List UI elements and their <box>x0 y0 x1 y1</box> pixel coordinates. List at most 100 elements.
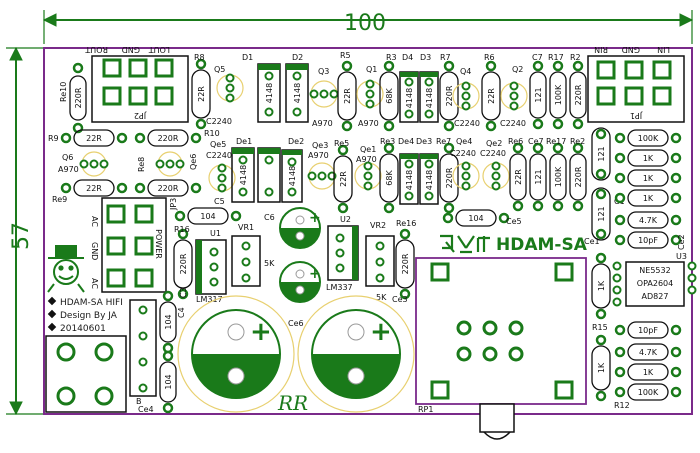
de1-value: 4148 <box>239 165 248 185</box>
transistor-qe1 <box>354 161 382 191</box>
transistor-q2 <box>500 81 528 111</box>
resistor-r15-stack <box>591 252 611 402</box>
jp2-pin-rout: ROUT <box>85 45 108 54</box>
rt5-value: 4.7K <box>639 216 658 225</box>
ce7-label: Ce7 <box>528 137 544 146</box>
r7-value: 220R <box>445 85 454 106</box>
transistor-q1 <box>356 79 384 109</box>
c4-label: C4 <box>177 307 186 318</box>
svg-text:+: + <box>370 317 392 347</box>
d2-label: D2 <box>292 53 303 62</box>
resistor-re5 <box>333 144 353 214</box>
transistor-qe4 <box>452 161 480 191</box>
qe1-part: A970 <box>356 155 377 164</box>
re2-label: Re2 <box>570 137 585 146</box>
note-date: 20140601 <box>60 324 106 334</box>
resistor-r8 <box>191 58 211 130</box>
jp2-pin-lout: LOUT <box>149 45 170 54</box>
d3-value: 4148 <box>425 88 434 108</box>
qe4-label: Qe4 <box>456 137 472 146</box>
ce5-value: 104 <box>468 214 483 223</box>
resistor-r6 <box>481 60 501 132</box>
r2-value: 220R <box>574 84 583 105</box>
re17-value: 100K <box>554 166 563 187</box>
jp2-label: JP2 <box>134 111 147 120</box>
right-resistor-group-top <box>614 129 682 249</box>
diode-de1 <box>231 147 255 203</box>
re2-value: 220R <box>574 166 583 187</box>
bridge-b-label: B <box>136 397 142 406</box>
note-design-by: Design By JA <box>60 311 118 321</box>
re6-label: Re6 <box>508 137 523 146</box>
diode-d2 <box>285 63 309 123</box>
capacitor-c5 <box>174 207 242 225</box>
resistor-r5 <box>337 60 357 132</box>
right-resistor-group-bottom <box>614 321 682 401</box>
capacitor-ce3-large: + <box>297 295 415 413</box>
capacitor-c3-large: + <box>177 295 295 413</box>
resistor-re16 <box>395 228 415 300</box>
width-dimension-label: 100 <box>344 11 386 36</box>
q5-label: Q5 <box>214 65 225 74</box>
transistor-qe6 <box>155 151 185 177</box>
bottom-left-jack <box>45 335 127 413</box>
jp3-power-connector <box>101 197 167 293</box>
svg-text:+: + <box>309 266 321 282</box>
u3-ne5532: NE5532 <box>639 266 670 275</box>
capacitor-c1-stack <box>591 127 611 241</box>
ce1-value: 121 <box>597 206 606 221</box>
re8-label: Re8 <box>137 157 146 172</box>
r8-label: R8 <box>194 53 205 62</box>
c5-value: 104 <box>200 212 215 221</box>
jp3-title: POWER <box>154 229 163 259</box>
resistor-re2 <box>569 142 587 212</box>
re16-value: 220R <box>401 253 410 274</box>
ce7-value: 121 <box>534 169 543 184</box>
r17-value: 100K <box>554 84 563 105</box>
transistor-q4 <box>452 81 480 111</box>
resistor-r7 <box>439 60 459 132</box>
r3-value: 68K <box>385 88 394 104</box>
resistor-r2 <box>569 60 587 130</box>
c1-value: 121 <box>597 146 606 161</box>
q3-part: A970 <box>312 119 333 128</box>
ce4-label: Ce4 <box>138 405 154 414</box>
jp1-connector <box>587 55 685 123</box>
resistor-re10 <box>69 62 87 134</box>
qe3-part: A970 <box>308 151 329 160</box>
r15b-value: 1K <box>597 362 606 373</box>
de3-label: De3 <box>416 137 432 146</box>
note-hdam-hifi: HDAM-SA HIFI <box>60 298 123 308</box>
transistor-qe5 <box>208 163 236 193</box>
c2240-5: C2240 <box>450 149 476 158</box>
d4-value: 4148 <box>405 88 414 108</box>
qe5-label: Qe5 <box>210 140 226 149</box>
diode-de2b <box>281 149 303 203</box>
c2240-2: C2240 <box>454 119 480 128</box>
r2-label: R2 <box>570 53 581 62</box>
r6-value: 22R <box>487 88 496 104</box>
c2240-1: C2240 <box>206 117 232 126</box>
r3-label: R3 <box>386 53 397 62</box>
r10-value: 220R <box>158 134 179 143</box>
re3-value: 68K <box>385 170 394 186</box>
resistor-re17 <box>549 142 567 212</box>
r10-label: R10 <box>204 129 220 138</box>
re5-value: 22R <box>339 171 348 187</box>
ce4-value: 104 <box>164 374 173 389</box>
qe1-label: Qe1 <box>360 145 376 154</box>
r15a-value: 1K <box>597 280 606 291</box>
capacitor-ce5 <box>442 209 510 227</box>
jp3-pin-ac2: AC <box>90 278 99 289</box>
r9-value: 22R <box>86 134 102 143</box>
d1-label: D1 <box>242 53 253 62</box>
resistor-r9-row <box>60 129 202 147</box>
rt1-value: 100K <box>638 134 659 143</box>
d4-label: D4 <box>402 53 413 62</box>
re6-value: 22R <box>514 169 523 185</box>
d2-value: 4148 <box>293 83 302 103</box>
c3-label: C3 <box>179 287 188 298</box>
qe2-label: Qe2 <box>486 139 502 148</box>
q1-label: Q1 <box>366 65 377 74</box>
